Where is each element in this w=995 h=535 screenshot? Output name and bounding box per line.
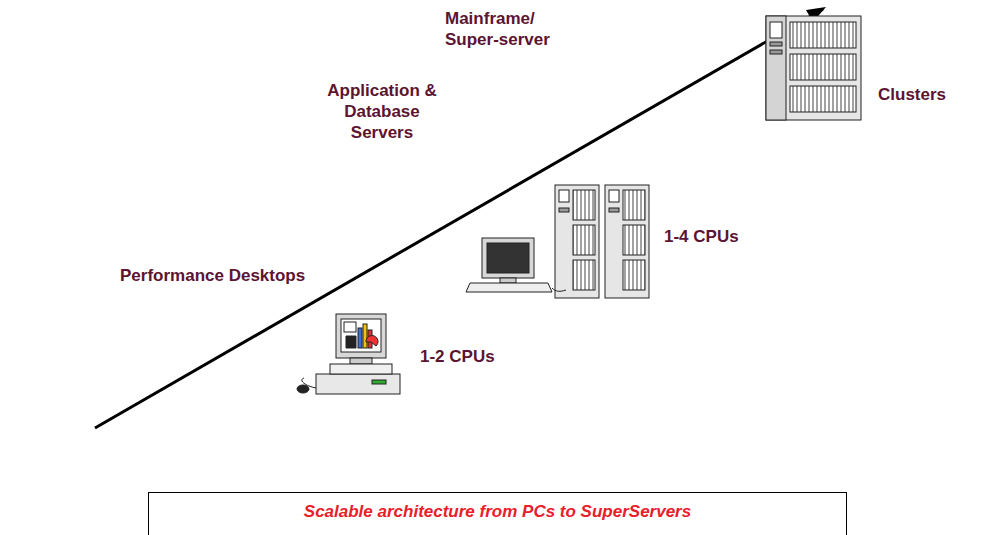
tier-label: Mainframe/ Super-server bbox=[445, 8, 563, 50]
server-group bbox=[466, 185, 649, 298]
caption-frame: Scalable architecture from PCs to SuperS… bbox=[148, 492, 847, 535]
cluster-cabinet bbox=[766, 16, 861, 120]
growth-arrow bbox=[95, 9, 823, 428]
cpu-count: 1-2 CPUs bbox=[420, 346, 530, 367]
cpu-count: 1-4 CPUs bbox=[664, 226, 774, 247]
tier-label: Performance Desktops bbox=[120, 265, 320, 286]
desktop-pc bbox=[297, 314, 400, 394]
caption: Scalable architecture from PCs to SuperS… bbox=[149, 502, 846, 522]
tier-label: Clusters bbox=[878, 84, 978, 105]
tier-label: Application & Database Servers bbox=[312, 80, 452, 143]
